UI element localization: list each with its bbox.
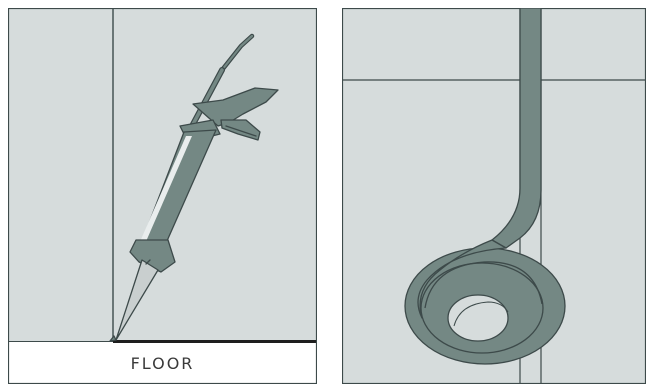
panel-border [342, 8, 646, 384]
caulk-bead-scene [342, 8, 646, 384]
caulk-bead-swirl-icon [404, 8, 566, 365]
caulking-gun-icon [109, 33, 279, 342]
caulk-bead-panel [342, 8, 646, 384]
panel-border [8, 8, 317, 384]
wall-background [8, 8, 317, 341]
caulking-gun-panel: FLOOR [8, 8, 317, 384]
floor-area [8, 341, 317, 384]
caulking-gun-scene [8, 8, 317, 384]
floor-label: FLOOR [130, 354, 195, 373]
